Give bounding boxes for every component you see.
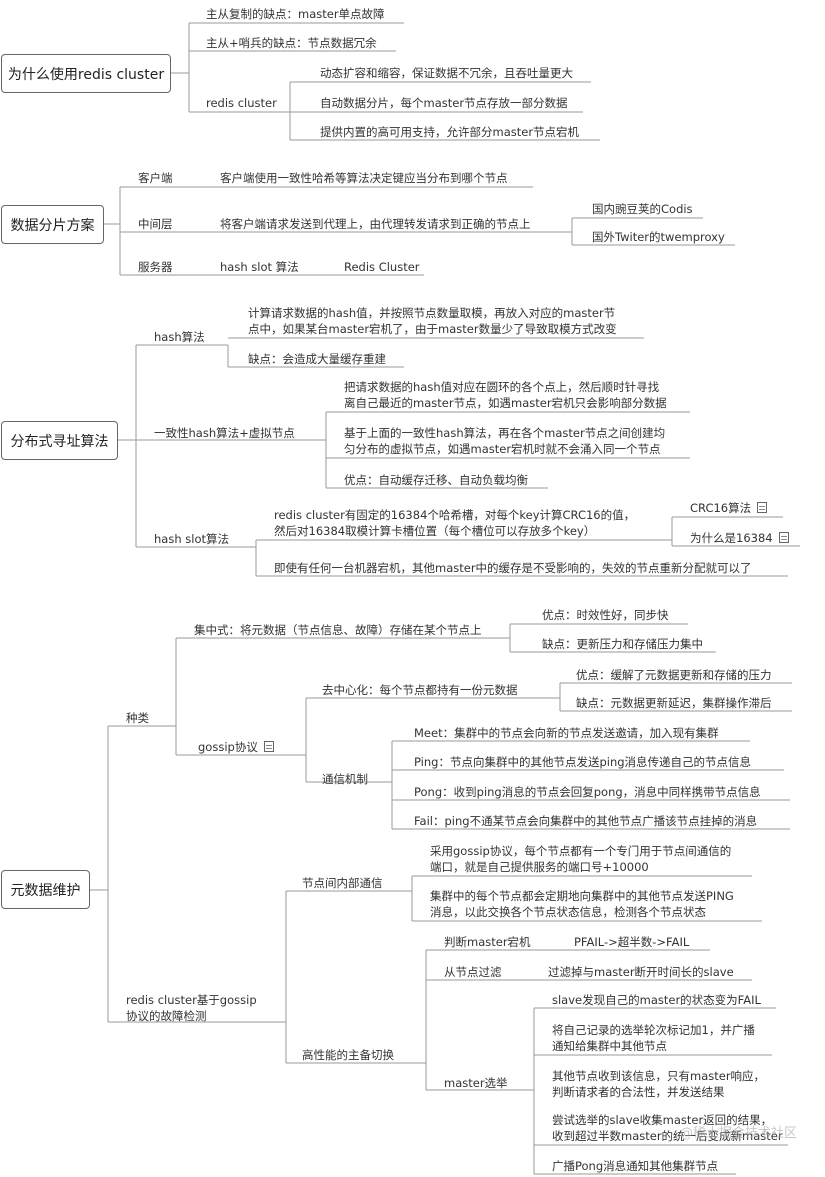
node-slot-desc-2[interactable]: 然后对16384取模计算卡槽位置（每个槽位可以存放多个key）: [274, 524, 596, 538]
node-redis-cluster-impl[interactable]: Redis Cluster: [344, 260, 420, 274]
node-master-single-point[interactable]: 主从复制的缺点：master单点故障: [206, 7, 385, 21]
node-periodic-ping-2[interactable]: 消息，以此交换各个节点状态信息，检测各个节点状态: [430, 905, 706, 919]
node-pfail-fail[interactable]: PFAIL->超半数->FAIL: [574, 935, 690, 949]
node-client[interactable]: 客户端: [138, 171, 173, 185]
node-server[interactable]: 服务器: [138, 260, 173, 274]
node-periodic-ping-1[interactable]: 集群中的每个节点都会定期地向集群中的其他节点发送PING: [430, 889, 734, 903]
node-election-step-5[interactable]: 广播Pong消息通知其他集群节点: [552, 1159, 719, 1173]
node-hash-drawback[interactable]: 缺点：会造成大量缓存重建: [248, 352, 386, 366]
node-hash-desc-1[interactable]: 计算请求数据的hash值，并按照节点数量取模，再放入对应的master节: [248, 306, 616, 320]
node-slave-filter[interactable]: 从节点过滤: [444, 965, 502, 979]
node-failover-unaffected[interactable]: 即使有任何一台机器宕机，其他master中的缓存是不受影响的，失效的节点重新分配…: [274, 561, 752, 575]
node-centralized-pro[interactable]: 优点：时效性好，同步快: [542, 608, 669, 622]
root-metadata-maintenance[interactable]: 元数据维护: [1, 870, 90, 909]
note-icon[interactable]: [757, 502, 768, 513]
node-why-16384[interactable]: 为什么是16384: [690, 530, 789, 546]
node-election-step-1[interactable]: slave发现自己的master的状态变为FAIL: [552, 993, 761, 1007]
node-crc16[interactable]: CRC16算法: [690, 500, 768, 516]
node-proxy-desc[interactable]: 将客户端请求发送到代理上，由代理转发请求到正确的节点上: [220, 217, 531, 231]
node-hash-slot-algo[interactable]: hash slot 算法: [220, 260, 299, 274]
node-consistent-hash[interactable]: 一致性hash算法+虚拟节点: [154, 426, 295, 440]
node-virtual-desc-2[interactable]: 匀分布的虚拟节点，如遇master宕机时就不会涌入同一个节点: [344, 442, 661, 456]
node-codis[interactable]: 国内豌豆荚的Codis: [592, 202, 693, 216]
node-builtin-ha[interactable]: 提供内置的高可用支持，允许部分master节点宕机: [320, 125, 580, 139]
node-ping[interactable]: Ping：节点向集群中的其他节点发送ping消息传递自己的节点信息: [414, 755, 752, 769]
node-election-step-4a[interactable]: 尝试选举的slave收集master返回的结果，: [552, 1113, 773, 1127]
node-master-election[interactable]: master选举: [444, 1076, 508, 1090]
note-icon[interactable]: [778, 532, 789, 543]
node-hash-algo[interactable]: hash算法: [154, 330, 205, 344]
node-ring-desc-2[interactable]: 离自己最近的master节点，如遇master宕机只会影响部分数据: [344, 396, 667, 410]
node-election-step-2b[interactable]: 通知给集群中其他节点: [552, 1039, 667, 1053]
node-election-step-4b[interactable]: 收到超过半数master的统一后变成新master: [552, 1129, 783, 1143]
node-gossip[interactable]: gossip协议: [198, 739, 274, 755]
note-icon[interactable]: [263, 741, 274, 752]
node-sentinel-redundancy[interactable]: 主从+哨兵的缺点：节点数据冗余: [206, 36, 377, 50]
node-virtual-desc-1[interactable]: 基于上面的一致性hash算法，再在各个master节点之间创建均: [344, 426, 666, 440]
node-auto-sharding[interactable]: 自动数据分片，每个master节点存放一部分数据: [320, 96, 568, 110]
node-decentralized-pro[interactable]: 优点：缓解了元数据更新和存储的压力: [576, 668, 772, 682]
node-hash-desc-2[interactable]: 点中，如果某台master宕机了，由于master数量少了导致取模方式改变: [248, 322, 617, 336]
node-gossip-port-2[interactable]: 端口，就是自己提供服务的端口号+10000: [430, 860, 649, 874]
node-types[interactable]: 种类: [126, 711, 149, 725]
node-gossip-label: gossip协议: [198, 740, 258, 754]
node-middle-layer[interactable]: 中间层: [138, 217, 173, 231]
node-decentralized[interactable]: 去中心化：每个节点都持有一份元数据: [322, 683, 518, 697]
node-centralized[interactable]: 集中式：将元数据（节点信息、故障）存储在某个节点上: [194, 623, 482, 637]
node-centralized-con[interactable]: 缺点：更新压力和存储压力集中: [542, 637, 703, 651]
node-decentralized-con[interactable]: 缺点：元数据更新延迟，集群操作滞后: [576, 696, 772, 710]
node-pong[interactable]: Pong：收到ping消息的节点会回复pong，消息中同样携带节点信息: [414, 785, 761, 799]
node-judge-master-down[interactable]: 判断master宕机: [444, 935, 531, 949]
node-filter-desc[interactable]: 过滤掉与master断开时间长的slave: [548, 965, 734, 979]
node-election-step-2a[interactable]: 将自己记录的选举轮次标记加1，并广播: [552, 1023, 755, 1037]
node-ring-desc-1[interactable]: 把请求数据的hash值对应在圆环的各个点上，然后顺时针寻找: [344, 380, 660, 394]
node-failover[interactable]: 高性能的主备切换: [302, 1048, 394, 1062]
node-comm-mechanism[interactable]: 通信机制: [322, 772, 368, 786]
watermark: @稀土掘金技术社区: [679, 1126, 797, 1141]
node-internal-comm[interactable]: 节点间内部通信: [302, 876, 383, 890]
node-why-16384-label: 为什么是16384: [690, 531, 773, 545]
node-slot-desc-1[interactable]: redis cluster有固定的16384个哈希槽，对每个key计算CRC16…: [274, 508, 636, 522]
node-redis-cluster[interactable]: redis cluster: [206, 96, 277, 110]
node-crc16-label: CRC16算法: [690, 501, 752, 515]
node-fail[interactable]: Fail：ping不通某节点会向集群中的其他节点广播该节点挂掉的消息: [414, 814, 758, 828]
node-hash-slot[interactable]: hash slot算法: [154, 532, 230, 546]
node-gossip-fault-detect-2[interactable]: 协议的故障检测: [126, 1009, 207, 1023]
node-gossip-port-1[interactable]: 采用gossip协议，每个节点都有一个专门用于节点间通信的: [430, 844, 732, 858]
node-gossip-fault-detect-1[interactable]: redis cluster基于gossip: [126, 993, 257, 1007]
root-why-redis-cluster[interactable]: 为什么使用redis cluster: [1, 54, 171, 93]
node-meet[interactable]: Meet：集群中的节点会向新的节点发送邀请，加入现有集群: [414, 726, 719, 740]
node-consistent-advantage[interactable]: 优点：自动缓存迁移、自动负载均衡: [344, 473, 528, 487]
node-twemproxy[interactable]: 国外Twiter的twemproxy: [592, 230, 725, 244]
node-client-desc[interactable]: 客户端使用一致性哈希等算法决定键应当分布到哪个节点: [220, 171, 508, 185]
node-dynamic-scaling[interactable]: 动态扩容和缩容，保证数据不冗余，且吞吐量更大: [320, 66, 573, 80]
node-election-step-3a[interactable]: 其他节点收到该信息，只有master响应，: [552, 1069, 766, 1083]
root-data-sharding[interactable]: 数据分片方案: [1, 205, 104, 244]
root-distributed-addressing[interactable]: 分布式寻址算法: [1, 421, 118, 460]
node-election-step-3b[interactable]: 判断请求者的合法性，并发送结果: [552, 1085, 725, 1099]
